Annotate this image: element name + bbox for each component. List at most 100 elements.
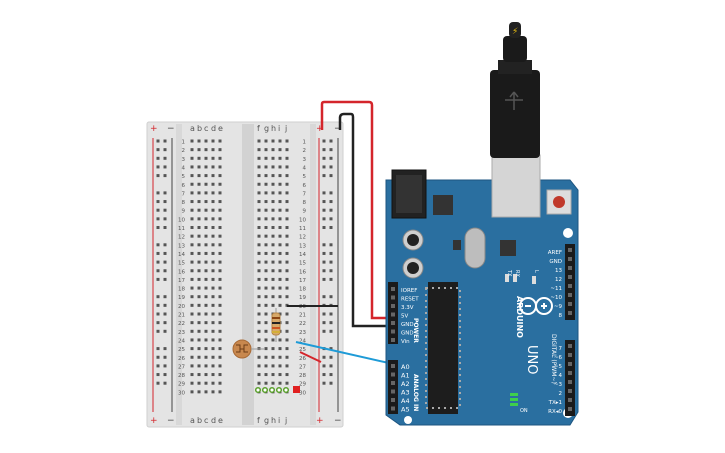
header-pin[interactable] <box>568 407 572 411</box>
breadboard-hole[interactable] <box>197 156 201 160</box>
breadboard-hole[interactable] <box>264 295 268 299</box>
rail-hole[interactable] <box>156 312 160 316</box>
breadboard-hole[interactable] <box>204 200 208 204</box>
breadboard-hole[interactable] <box>257 226 261 229</box>
header-pin[interactable] <box>391 287 395 291</box>
breadboard-hole[interactable] <box>218 286 222 290</box>
breadboard-hole[interactable] <box>204 226 208 229</box>
breadboard-hole[interactable] <box>257 182 261 186</box>
breadboard-hole[interactable] <box>278 243 282 247</box>
breadboard-hole[interactable] <box>278 226 282 229</box>
rail-hole[interactable] <box>329 148 333 152</box>
breadboard-hole[interactable] <box>257 303 261 307</box>
breadboard-hole[interactable] <box>197 243 201 247</box>
breadboard-hole[interactable] <box>278 303 282 307</box>
breadboard-hole[interactable] <box>218 381 222 385</box>
breadboard-hole[interactable] <box>285 165 289 169</box>
breadboard-hole[interactable] <box>211 277 215 281</box>
header-pin[interactable] <box>568 311 572 315</box>
breadboard-hole[interactable] <box>285 156 289 160</box>
rail-hole[interactable] <box>163 217 167 221</box>
header-pin[interactable] <box>391 321 395 325</box>
breadboard-hole[interactable] <box>218 174 222 178</box>
breadboard-hole[interactable] <box>278 200 282 204</box>
breadboard-hole[interactable] <box>278 191 282 195</box>
breadboard-hole[interactable] <box>197 373 201 377</box>
header-pin[interactable] <box>391 372 395 377</box>
breadboard-hole[interactable] <box>190 243 194 247</box>
breadboard-hole[interactable] <box>211 165 215 169</box>
breadboard-hole[interactable] <box>204 295 208 299</box>
breadboard-hole[interactable] <box>204 312 208 316</box>
breadboard-hole[interactable] <box>218 217 222 221</box>
breadboard-hole[interactable] <box>271 347 275 351</box>
breadboard-hole[interactable] <box>264 148 268 152</box>
header-pin[interactable] <box>391 398 395 402</box>
breadboard-hole[interactable] <box>218 390 222 394</box>
rail-hole[interactable] <box>329 321 333 325</box>
breadboard-hole[interactable] <box>271 373 275 377</box>
header-pin[interactable] <box>568 344 572 348</box>
breadboard-hole[interactable] <box>257 260 261 264</box>
breadboard-hole[interactable] <box>197 269 201 273</box>
breadboard-hole[interactable] <box>278 347 282 351</box>
breadboard-hole[interactable] <box>257 200 261 204</box>
breadboard-hole[interactable] <box>278 286 282 290</box>
breadboard-hole[interactable] <box>190 303 194 307</box>
rail-hole[interactable] <box>156 295 160 299</box>
breadboard-hole[interactable] <box>190 234 194 238</box>
breadboard-hole[interactable] <box>197 277 201 281</box>
breadboard-hole[interactable] <box>264 312 268 316</box>
breadboard-hole[interactable] <box>197 182 201 186</box>
breadboard-hole[interactable] <box>271 243 275 247</box>
breadboard-hole[interactable] <box>271 303 275 307</box>
breadboard-hole[interactable] <box>190 329 194 333</box>
breadboard-hole[interactable] <box>190 217 194 221</box>
blue-wire-a0[interactable] <box>295 341 394 365</box>
breadboard-hole[interactable] <box>190 182 194 186</box>
breadboard-hole[interactable] <box>197 338 201 342</box>
breadboard-hole[interactable] <box>218 251 222 255</box>
rail-hole[interactable] <box>163 329 167 333</box>
breadboard-hole[interactable] <box>204 191 208 195</box>
breadboard-hole[interactable] <box>197 174 201 178</box>
breadboard-hole[interactable] <box>285 373 289 377</box>
breadboard-hole[interactable] <box>257 373 261 377</box>
breadboard-hole[interactable] <box>211 338 215 342</box>
rail-hole[interactable] <box>163 321 167 325</box>
rail-hole[interactable] <box>163 174 167 178</box>
breadboard-hole[interactable] <box>218 191 222 195</box>
breadboard-hole[interactable] <box>278 269 282 273</box>
breadboard-hole[interactable] <box>190 338 194 342</box>
breadboard-hole[interactable] <box>197 347 201 351</box>
rail-hole[interactable] <box>156 139 160 143</box>
rail-hole[interactable] <box>156 373 160 377</box>
black-wire-gnd[interactable] <box>338 112 393 328</box>
breadboard-hole[interactable] <box>218 338 222 342</box>
rail-hole[interactable] <box>329 174 333 178</box>
rail-hole[interactable] <box>329 200 333 204</box>
rail-hole[interactable] <box>156 329 160 333</box>
breadboard-hole[interactable] <box>197 148 201 152</box>
breadboard-hole[interactable] <box>197 217 201 221</box>
breadboard-hole[interactable] <box>197 260 201 264</box>
header-pin[interactable] <box>568 380 572 384</box>
rail-hole[interactable] <box>322 148 326 152</box>
breadboard-hole[interactable] <box>190 381 194 385</box>
breadboard-hole[interactable] <box>278 182 282 186</box>
breadboard-hole[interactable] <box>211 312 215 316</box>
rail-hole[interactable] <box>156 260 160 264</box>
breadboard-hole[interactable] <box>190 286 194 290</box>
rail-hole[interactable] <box>322 191 326 195</box>
rail-hole[interactable] <box>322 373 326 377</box>
rail-hole[interactable] <box>156 156 160 160</box>
breadboard-hole[interactable] <box>190 347 194 351</box>
header-pin[interactable] <box>568 293 572 297</box>
rail-hole[interactable] <box>163 148 167 152</box>
breadboard-hole[interactable] <box>218 312 222 316</box>
red-wire-row25[interactable] <box>299 351 322 363</box>
breadboard-hole[interactable] <box>285 234 289 238</box>
rail-hole[interactable] <box>322 156 326 160</box>
breadboard-hole[interactable] <box>211 226 215 229</box>
breadboard-hole[interactable] <box>271 217 275 221</box>
